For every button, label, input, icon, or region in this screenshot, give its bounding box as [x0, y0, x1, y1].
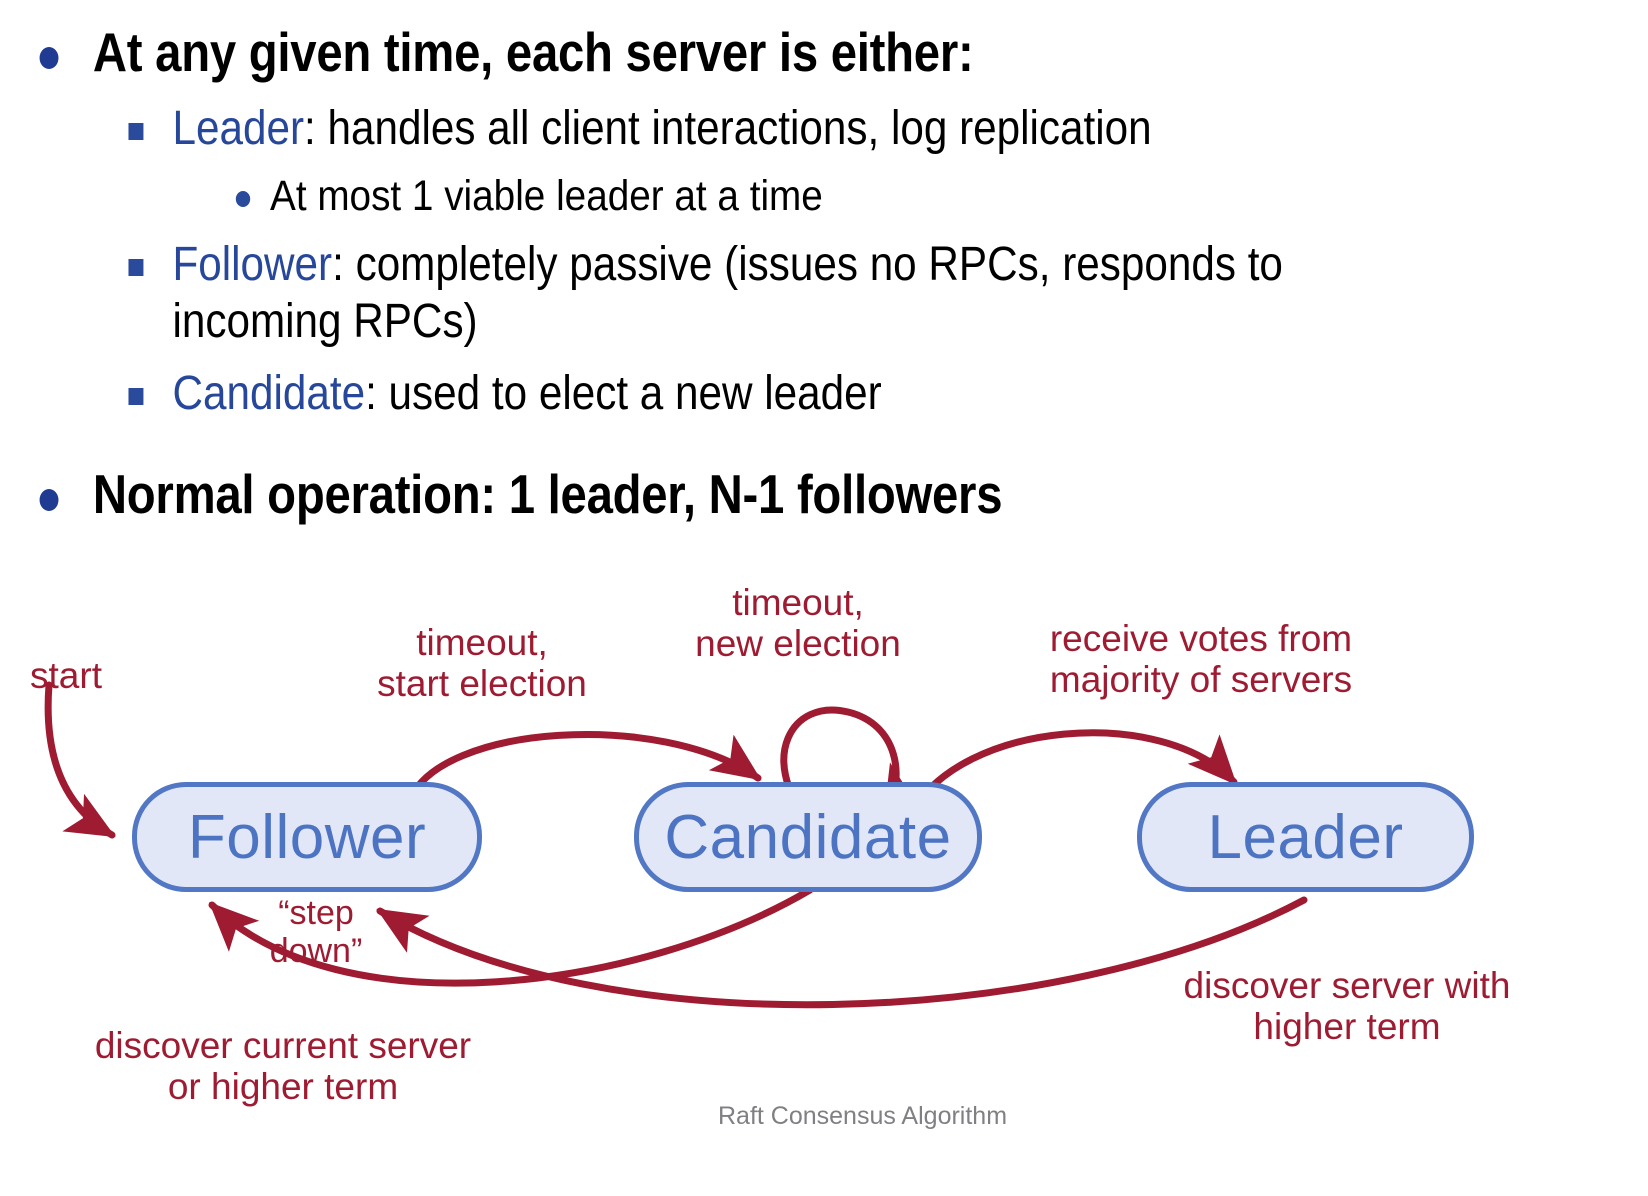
state-label: Candidate: [664, 802, 952, 872]
bullet-level2-candidate: Candidate: used to elect a new leader: [0, 365, 1450, 422]
arrow-follower-to-candidate: [406, 730, 762, 804]
keyword-follower: Follower: [172, 238, 333, 292]
edge-label-step-down: “step down”: [269, 894, 363, 971]
edge-label-timeout-start-election: timeout, start election: [377, 622, 587, 705]
bullet-square-icon: [128, 387, 144, 405]
edge-label-discover-server-higher-term: discover server with higher term: [1183, 965, 1511, 1048]
arrow-leader-to-follower: [376, 896, 1308, 1009]
edge-label-discover-current-server: discover current server or higher term: [94, 1025, 472, 1108]
bullet-level3-viable-leader: At most 1 viable leader at a time: [0, 171, 1483, 223]
slide-body: At any given time, each server is either…: [0, 0, 1648, 525]
bullet-level2-follower: Follower: completely passive (issues no …: [0, 236, 1450, 350]
bullet-level2-leader: Leader: handles all client interactions,…: [0, 100, 1450, 157]
bullet-text: : handles all client interactions, log r…: [304, 101, 1152, 155]
state-candidate[interactable]: Candidate: [634, 782, 982, 892]
diagram-arrows: [44, 681, 1308, 1009]
bullet-text: At any given time, each server is either…: [92, 21, 974, 83]
arrow-start-to-follower: [44, 681, 116, 839]
keyword-candidate: Candidate: [172, 366, 366, 420]
raft-state-diagram: Follower Candidate Leader start timeout,…: [0, 560, 1648, 1196]
arrow-candidate-self-loop: [780, 706, 928, 822]
state-leader[interactable]: Leader: [1137, 782, 1474, 892]
arrow-candidate-to-follower: [208, 886, 814, 987]
keyword-leader: Leader: [172, 101, 305, 155]
state-label: Follower: [187, 802, 427, 872]
state-label: Leader: [1207, 802, 1404, 872]
bullet-text: : completely passive (issues no RPCs, re…: [172, 238, 1283, 349]
edge-label-receive-votes: receive votes from majority of servers: [1049, 618, 1353, 701]
bullet-text: At most 1 viable leader at a time: [270, 171, 823, 220]
bullet-level1-servers: At any given time, each server is either…: [0, 21, 1417, 84]
bullet-level1-normal-operation: Normal operation: 1 leader, N-1 follower…: [0, 462, 1417, 526]
edge-label-timeout-new-election: timeout, new election: [695, 582, 901, 665]
bullet-square-icon: [128, 122, 144, 140]
diagram-caption: Raft Consensus Algorithm: [718, 1102, 1008, 1130]
arrow-candidate-to-leader: [908, 729, 1238, 817]
state-follower[interactable]: Follower: [132, 782, 482, 892]
bullet-dot-icon: [39, 488, 59, 511]
bullet-text: : used to elect a new leader: [365, 366, 882, 420]
bullet-dot-icon: [39, 47, 59, 70]
bullet-text: Normal operation: 1 leader, N-1 follower…: [92, 462, 1003, 525]
bullet-square-icon: [128, 259, 144, 277]
edge-label-start: start: [30, 655, 102, 696]
bullet-dot-small-icon: [235, 191, 251, 208]
